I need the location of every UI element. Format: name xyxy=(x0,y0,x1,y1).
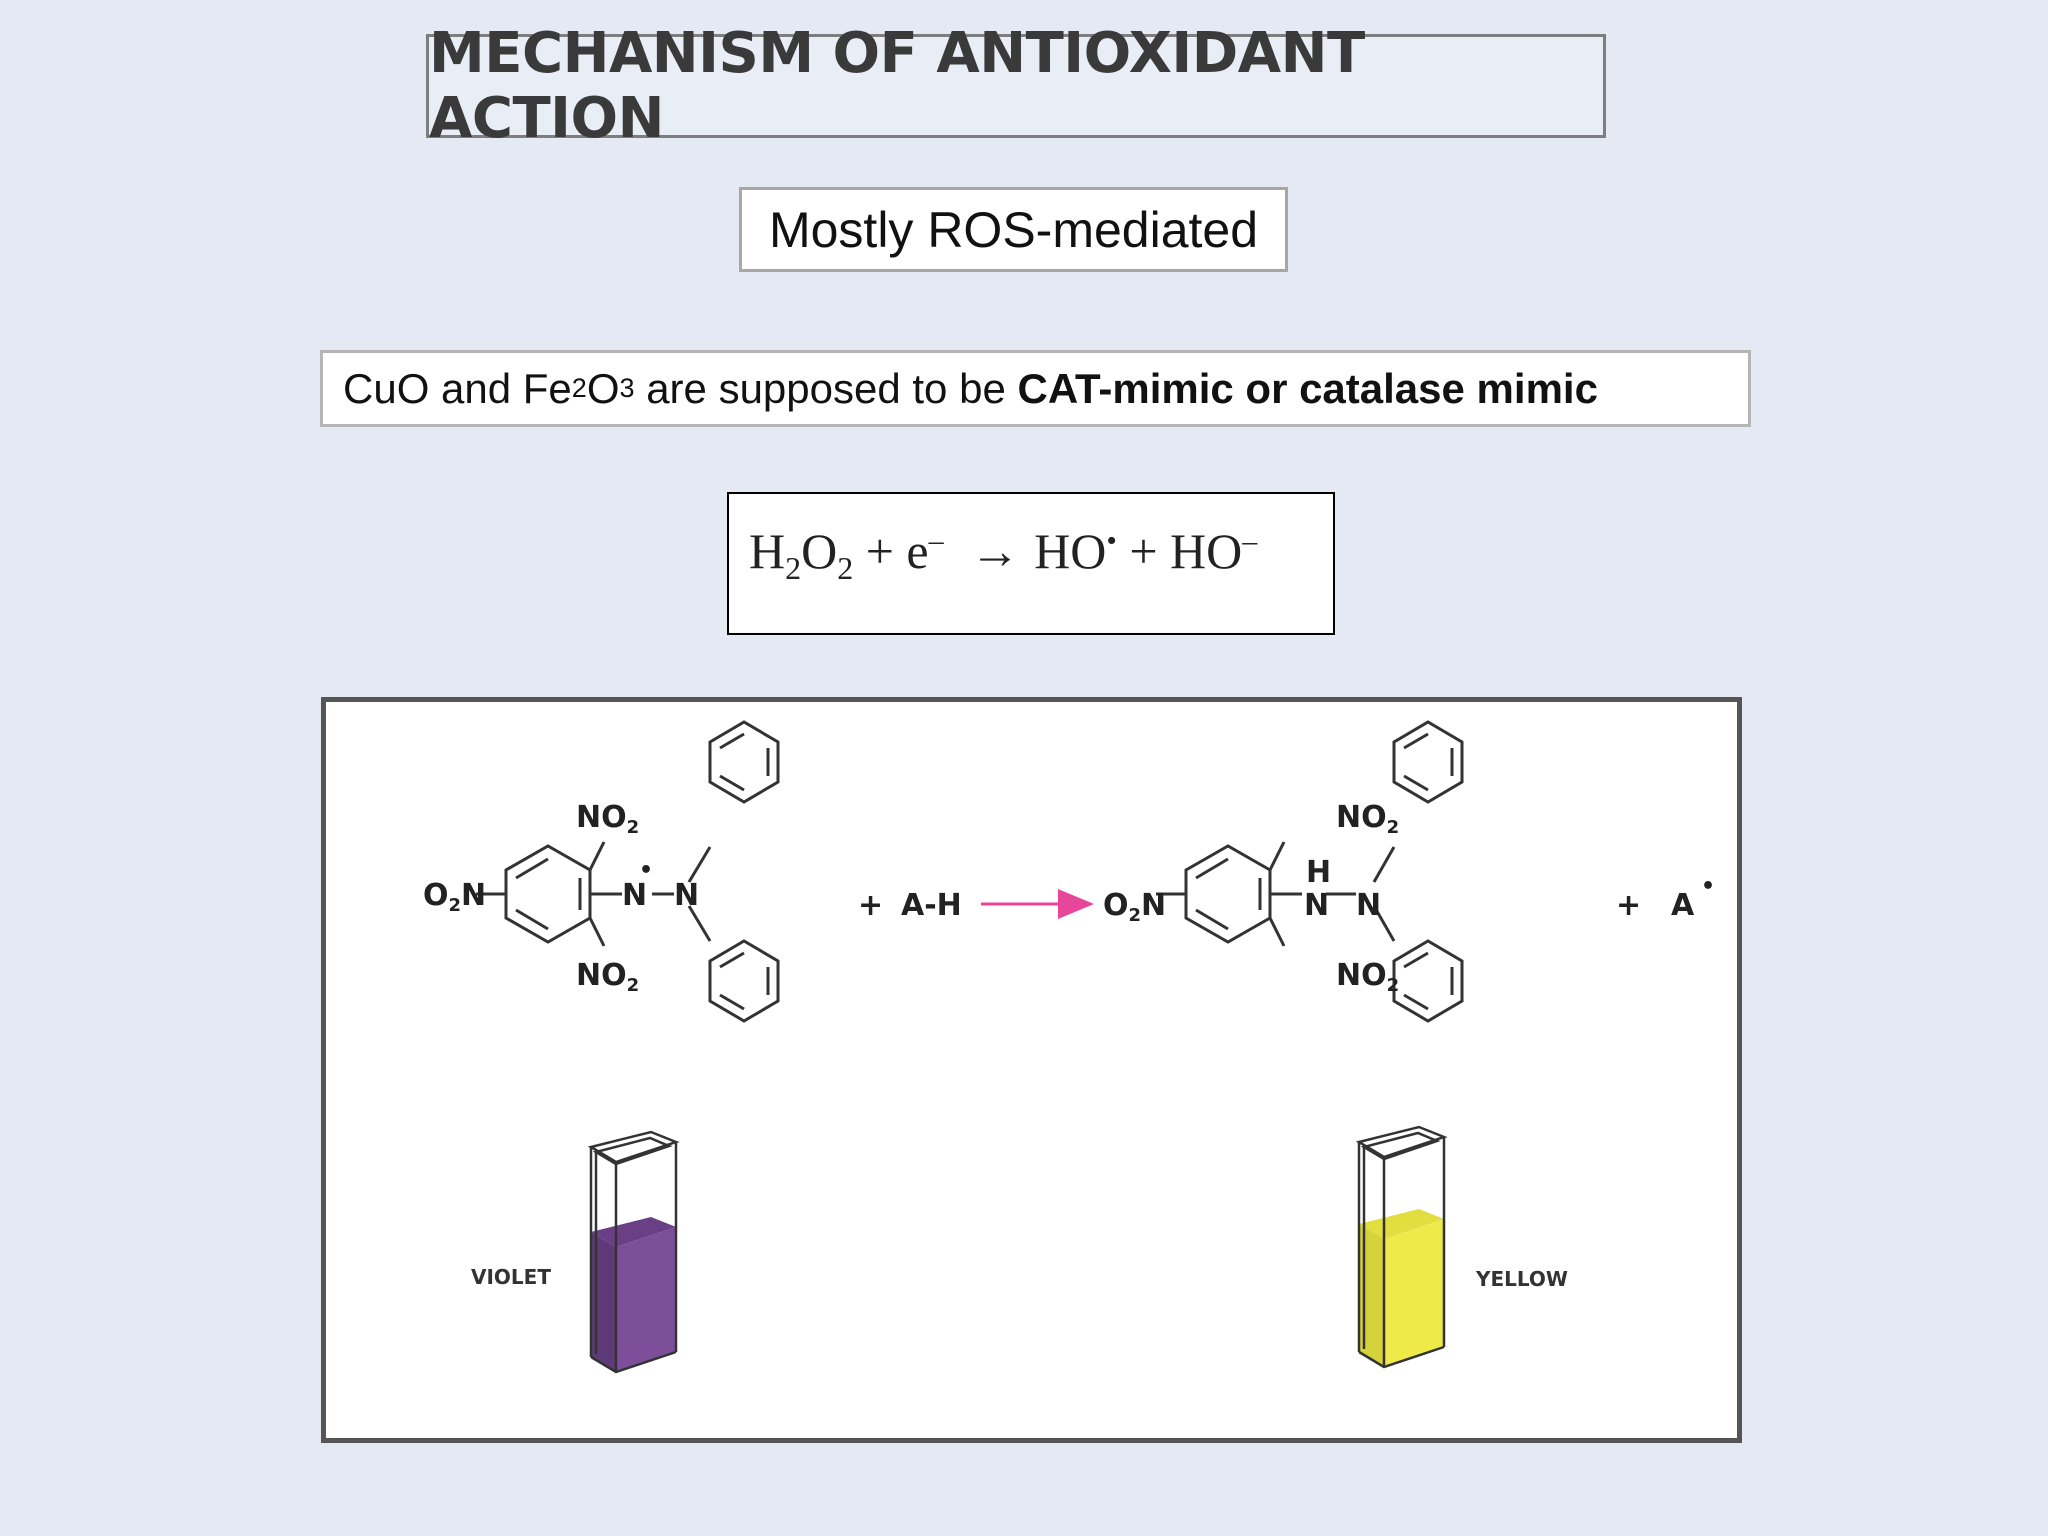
equation-superscript: – xyxy=(1242,524,1258,558)
statement-text: are supposed to be xyxy=(634,364,1018,412)
slide-subtitle: Mostly ROS-mediated xyxy=(768,201,1259,258)
product-a: A xyxy=(1671,888,1695,923)
equation-text: + HO xyxy=(1129,523,1243,579)
dpph-reaction-diagram: NO2 NO2 O2N N • N + A-H xyxy=(423,720,1715,1374)
slide-title: MECHANISM OF ANTIOXIDANT ACTION xyxy=(429,21,1365,151)
violet-label: VIOLET xyxy=(471,1265,551,1289)
left-n-amine: N xyxy=(674,878,699,913)
right-no2-top: NO2 xyxy=(1336,800,1399,838)
radical-dot: • xyxy=(639,858,653,883)
left-n-radical: N xyxy=(622,878,647,913)
dpph-radical-molecule xyxy=(476,720,780,1023)
dpph-h-molecule xyxy=(1156,720,1464,1023)
product-radical-dot: • xyxy=(1701,874,1715,899)
equation-text: + e xyxy=(865,523,929,579)
reactant-ah: A-H xyxy=(901,888,962,923)
statement-subscript: 3 xyxy=(619,373,635,403)
statement-bold-text: CAT-mimic or catalase mimic xyxy=(1017,364,1598,412)
yellow-cuvette: YELLOW xyxy=(1355,1125,1568,1369)
left-o2n: O2N xyxy=(423,878,486,916)
equation-arrow: → xyxy=(970,523,1021,579)
equation-text: O xyxy=(801,523,838,579)
equation-text: H xyxy=(749,523,786,579)
plus-reactant: + xyxy=(858,888,883,923)
left-no2-bottom: NO2 xyxy=(576,958,639,996)
equation-subscript: 2 xyxy=(785,550,802,586)
statement-subscript: 2 xyxy=(571,373,587,403)
right-h: H xyxy=(1306,855,1331,890)
equation-text: HO xyxy=(1034,523,1107,579)
subtitle-box: Mostly ROS-mediated xyxy=(739,187,1288,272)
right-n-right: N xyxy=(1356,888,1381,923)
phenyl-ring-bottom xyxy=(708,939,780,1023)
phenyl-ring-bottom xyxy=(1392,939,1464,1023)
statement-text: CuO and Fe xyxy=(343,364,572,412)
right-o2n: O2N xyxy=(1103,888,1166,926)
title-box: MECHANISM OF ANTIOXIDANT ACTION xyxy=(426,21,1606,151)
reaction-equation: H2O2 + e– →HO• + HO– xyxy=(727,492,1335,635)
yellow-label: YELLOW xyxy=(1475,1267,1568,1291)
phenyl-ring-top xyxy=(708,720,780,804)
equation-superscript: • xyxy=(1106,524,1117,558)
equation-subscript: 2 xyxy=(837,550,854,586)
right-n-left: N xyxy=(1304,888,1329,923)
violet-cuvette: VIOLET xyxy=(471,1130,680,1374)
statement-text: O xyxy=(586,364,620,412)
equation-superscript: – xyxy=(928,524,944,558)
plus-product: + xyxy=(1616,888,1641,923)
phenyl-ring-top xyxy=(1392,720,1464,804)
right-no2-bottom: NO2 xyxy=(1336,958,1399,996)
left-no2-top: NO2 xyxy=(576,800,639,838)
dpph-reaction-panel: NO2 NO2 O2N N • N + A-H xyxy=(321,697,1742,1443)
